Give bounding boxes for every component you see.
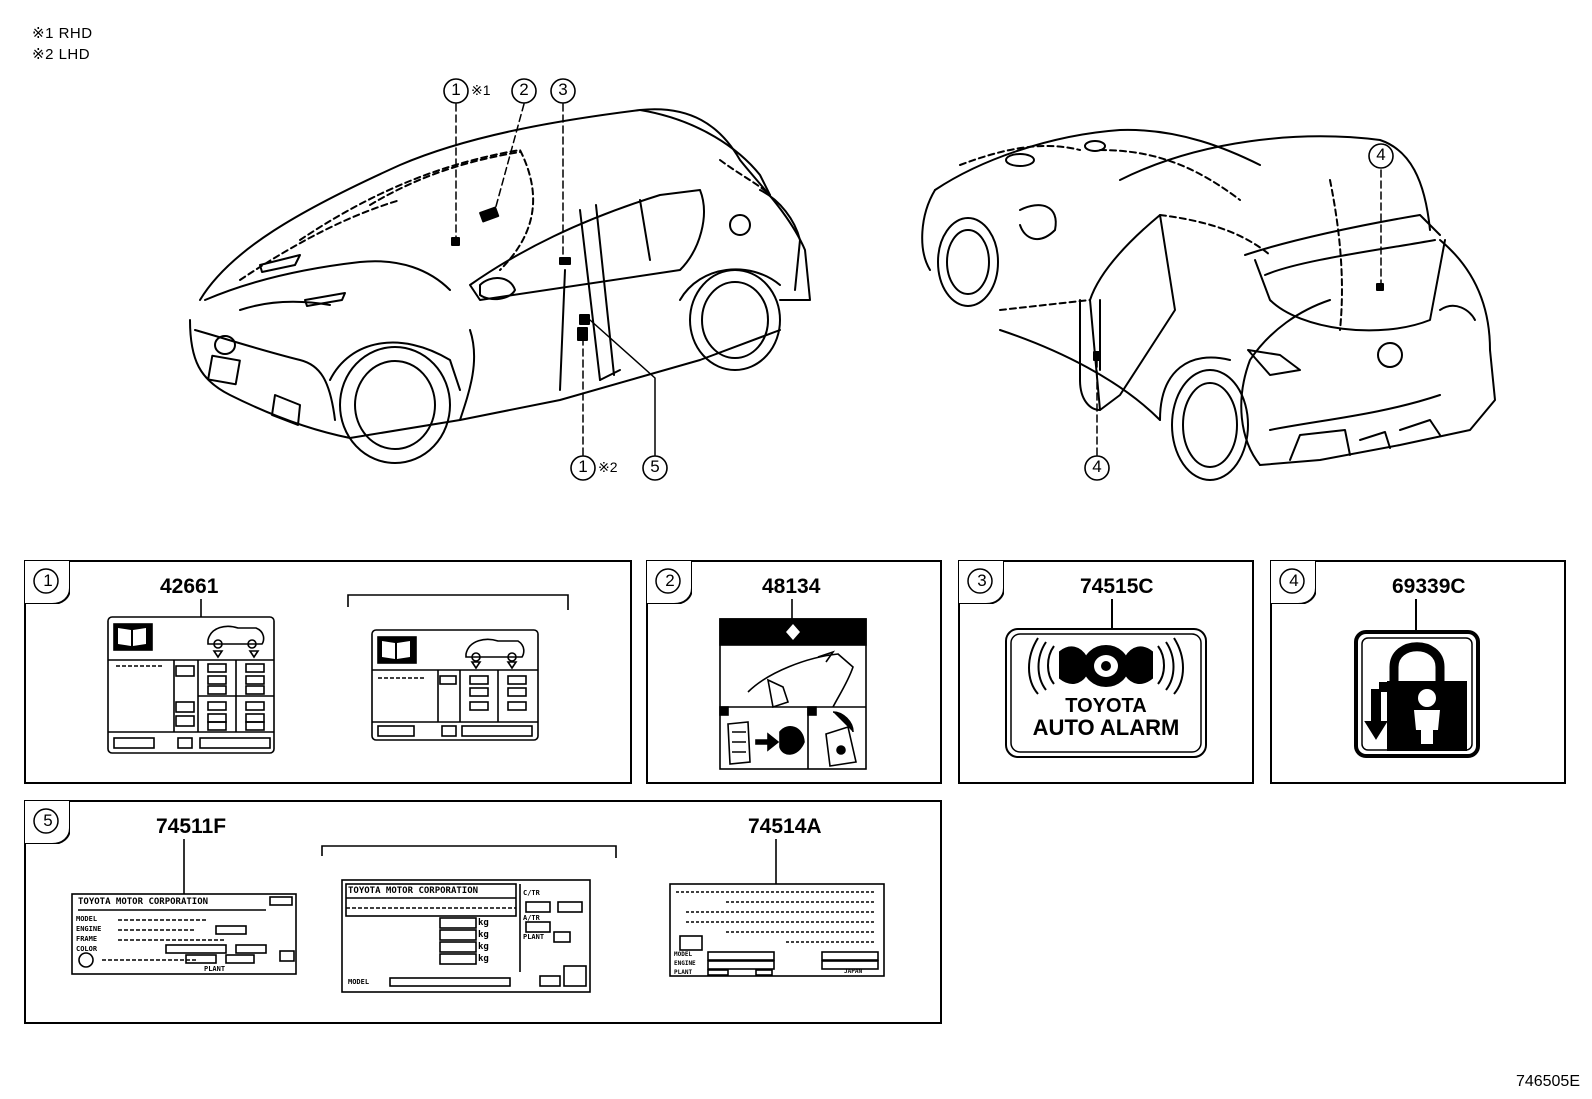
callout-circle bbox=[550, 78, 576, 104]
plate-row-engine: ENGINE bbox=[76, 925, 102, 933]
legend-mark: ※2 bbox=[32, 46, 54, 63]
panel-1: 1 42661 bbox=[24, 560, 632, 784]
plate-row-plant: PLANT bbox=[204, 965, 226, 973]
child-lock-label bbox=[1354, 599, 1480, 758]
plate3-japan: JAPAN bbox=[844, 968, 863, 975]
legend-text: RHD bbox=[58, 25, 93, 42]
caution-jack-label bbox=[719, 599, 867, 770]
plate2-atr: A/TR bbox=[523, 914, 540, 922]
auto-alarm-label bbox=[1005, 599, 1207, 758]
panel-tab bbox=[1270, 560, 1316, 604]
callout-1-rhd-note: ※1 bbox=[471, 82, 491, 98]
panel-index: 2 bbox=[665, 571, 675, 590]
part-number-74514A: 74514A bbox=[748, 815, 822, 838]
part-number-74515C: 74515C bbox=[1080, 575, 1154, 598]
callout-circle bbox=[1084, 455, 1110, 481]
plate-header: TOYOTA MOTOR CORPORATION bbox=[78, 897, 209, 907]
callout-1-lhd: 1 bbox=[578, 457, 588, 476]
callout-3: 3 bbox=[558, 80, 568, 99]
legend-text: LHD bbox=[58, 46, 91, 63]
part-number-48134: 48134 bbox=[762, 575, 821, 598]
callout-1-rhd: 1 bbox=[451, 80, 461, 99]
plate3-engine: ENGINE bbox=[674, 960, 696, 967]
plate-row-frame: FRAME bbox=[76, 935, 98, 943]
plate-row-color: COLOR bbox=[76, 945, 98, 953]
callout-circle bbox=[642, 455, 668, 481]
alarm-label-line1: TOYOTA bbox=[1065, 695, 1147, 717]
panel-2: 2 48134 bbox=[646, 560, 942, 784]
callout-circle bbox=[1368, 143, 1394, 169]
callout-4-top: 4 bbox=[1376, 145, 1386, 164]
legend-lhd: ※2 LHD bbox=[32, 45, 90, 63]
callout-circle bbox=[570, 455, 596, 481]
plate-row-model: MODEL bbox=[76, 915, 98, 923]
plate2-header: TOYOTA MOTOR CORPORATION bbox=[348, 886, 479, 896]
part-number-74511F: 74511F bbox=[156, 815, 227, 838]
vin-plates bbox=[71, 839, 885, 993]
panel-5: 5 74511F 74514A bbox=[24, 800, 942, 1024]
panel-index: 4 bbox=[1289, 571, 1299, 590]
alarm-label-line2: AUTO ALARM bbox=[1032, 715, 1180, 740]
plate2-kg: kg bbox=[478, 930, 489, 940]
plate2-kg: kg bbox=[478, 954, 489, 964]
plate2-kg: kg bbox=[478, 918, 489, 928]
callout-circle bbox=[443, 78, 469, 104]
panel-4: 4 69339C bbox=[1270, 560, 1566, 784]
part-number-69339C: 69339C bbox=[1392, 575, 1466, 598]
panel-index: 5 bbox=[43, 811, 53, 830]
panel-index: 1 bbox=[43, 571, 53, 590]
panel-tab bbox=[24, 560, 70, 604]
part-number-42661: 42661 bbox=[160, 575, 219, 598]
tire-placard-labels bbox=[107, 594, 569, 754]
plate2-ctr: C/TR bbox=[523, 889, 540, 897]
plate2-plant: PLANT bbox=[523, 933, 545, 941]
plate3-model: MODEL bbox=[674, 951, 693, 958]
panel-tab bbox=[646, 560, 692, 604]
plate2-model: MODEL bbox=[348, 978, 370, 986]
rear-car-drawing bbox=[921, 128, 1496, 481]
front-car-drawing bbox=[189, 108, 811, 464]
plate2-kg: kg bbox=[478, 942, 489, 952]
panel-3: 3 74515C TOYOTA AUTO ALARM bbox=[958, 560, 1254, 784]
plate3-plant: PLANT bbox=[674, 969, 693, 976]
callout-1-lhd-note: ※2 bbox=[598, 459, 618, 475]
diagram-code: 746505E bbox=[1515, 1073, 1580, 1090]
callout-circle bbox=[511, 78, 537, 104]
callout-5: 5 bbox=[650, 457, 660, 476]
callout-4-bottom: 4 bbox=[1092, 457, 1102, 476]
legend-rhd: ※1 RHD bbox=[32, 24, 93, 42]
legend-mark: ※1 bbox=[32, 25, 54, 42]
vehicle-illustration bbox=[189, 78, 1496, 481]
callout-2: 2 bbox=[519, 80, 529, 99]
panel-index: 3 bbox=[977, 571, 987, 590]
